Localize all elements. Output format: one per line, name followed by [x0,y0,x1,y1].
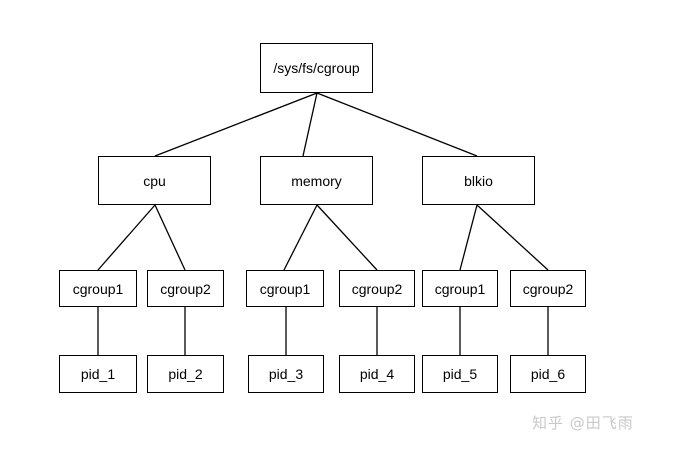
edge-blkio-cgroup2 [476,204,549,271]
pid-node: pid_3 [248,355,324,393]
edge-memory-cgroup1 [283,204,318,271]
edge-root-blkio [316,92,478,157]
pid-node: pid_1 [59,355,137,393]
root-node: /sys/fs/cgroup [260,43,373,93]
cgroup-node: cgroup1 [59,270,137,307]
pid-node: pid_2 [147,355,224,393]
cgroup-node: cgroup2 [510,270,586,307]
edge-blkio-cgroup1 [459,204,478,271]
cgroup-node: cgroup2 [147,270,224,307]
cgroup-node: cgroup1 [422,270,498,307]
subsystem-node-cpu: cpu [98,156,211,205]
pid-node: pid_6 [510,355,586,393]
cgroup-node: cgroup1 [246,270,324,307]
subsystem-node-memory: memory [260,156,373,205]
subsystem-node-blkio: blkio [422,156,535,205]
edge-memory-cgroup2 [316,204,378,271]
watermark: 知乎 @田飞雨 [532,414,634,432]
cgroup-node: cgroup2 [339,270,415,307]
pid-node: pid_5 [422,355,498,393]
edge-root-memory [302,92,318,157]
edge-cpu-cgroup1 [97,204,156,271]
edge-cpu-cgroup2 [154,204,186,271]
pid-node: pid_4 [339,355,415,393]
edge-root-cpu [154,92,318,157]
